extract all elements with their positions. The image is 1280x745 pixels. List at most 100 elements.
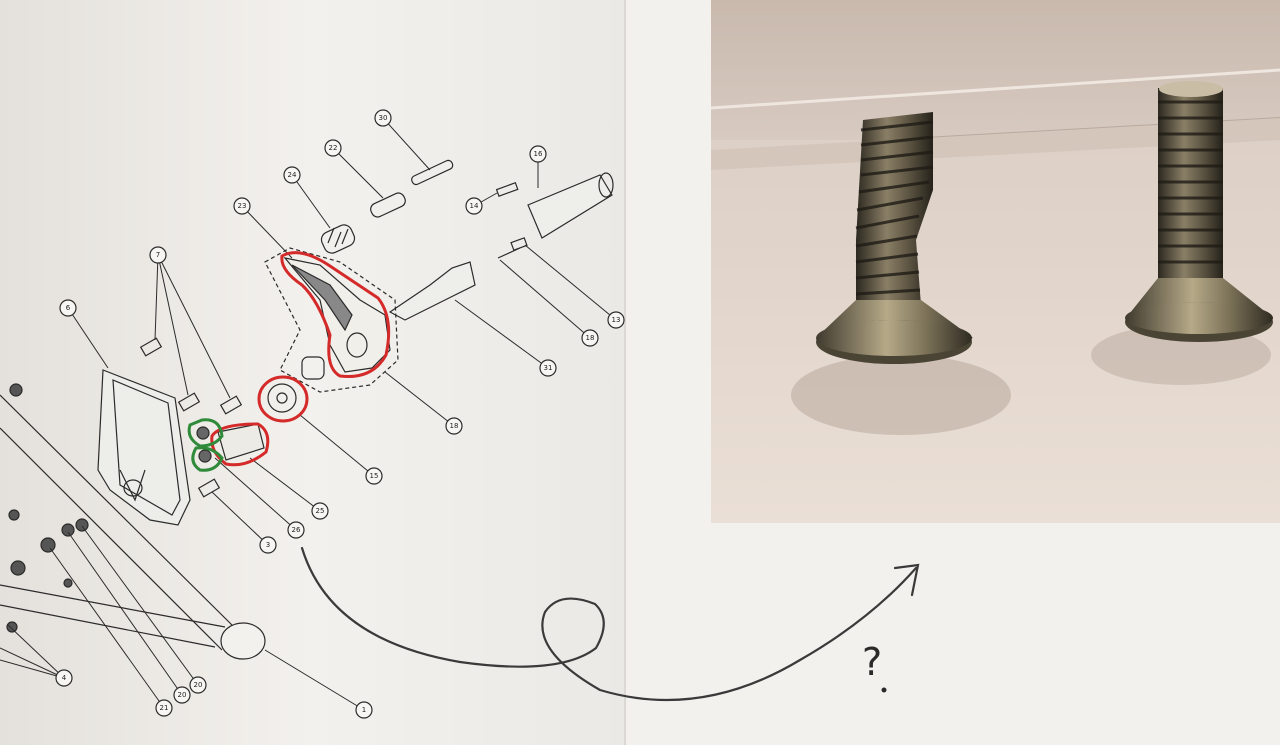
callout-tube-16: 1 [355,701,373,719]
callout-lever-3: 23 [233,197,251,215]
callout-label: 24 [288,171,297,179]
callout-circle [324,139,342,157]
callout-circle [355,701,373,719]
plunger-housing [527,174,613,239]
spring [320,224,356,254]
callout-circle [55,669,73,687]
handdrawn-arrow [300,546,920,702]
red-outline-lever [280,251,391,379]
callout-circle [59,299,77,317]
callout-spring-2: 24 [283,166,301,184]
pin-a [510,237,528,251]
bushing [370,192,406,218]
callout-plunger-6: 31 [539,359,557,377]
green-outline-screws [187,418,224,448]
callout-pin-b-8: 13 [607,311,625,329]
top-pin [411,159,454,186]
callout-nut-c-20: 20 [189,676,207,694]
callout-small-screw-5: 14 [465,197,483,215]
callout-label: 13 [612,316,621,324]
callout-circle [311,502,329,520]
callout-circle [189,676,207,694]
callout-circle [287,521,305,539]
shadow-left [791,355,1011,435]
callout-label: 22 [329,144,338,152]
callout-circle [365,467,383,485]
callout-label: 16 [534,150,543,158]
screw-left [816,112,973,364]
plunger-end [598,172,614,198]
callout-bolts-group-14: 7 [149,246,167,264]
callout-label: 20 [194,681,203,689]
callout-circle [233,197,251,215]
callout-bushing-1: 22 [324,139,342,157]
left-bolts [6,383,89,633]
washer [267,383,297,413]
side-plate [97,369,191,526]
callout-top-pin-0: 30 [374,109,392,127]
callout-circle [529,145,547,163]
paper-sheet [0,0,625,745]
callout-nut-b-19: 20 [173,686,191,704]
callout-circle [173,686,191,704]
callout-label: 7 [156,251,160,259]
callout-circle [539,359,557,377]
question-mark-annotation: ? [862,640,882,684]
red-outline-washer [257,375,309,423]
screws-photo [711,0,1280,523]
screw-right [1125,81,1273,342]
green-highlights [187,418,224,472]
callout-circle [259,536,277,554]
callout-label: 20 [178,691,187,699]
callout-circle [607,311,625,329]
callout-label: 3 [266,541,270,549]
callout-circle [581,329,599,347]
callout-washer-10: 15 [365,467,383,485]
callout-left-group-17: 4 [55,669,73,687]
callout-frame-15: 6 [59,299,77,317]
bolt-group [139,337,243,498]
callout-circle [155,699,173,717]
dashed-outline [264,247,399,393]
callout-lever-body-9: 18 [445,417,463,435]
callout-label: 26 [292,526,301,534]
screw-b [198,449,212,463]
callout-pin-a-7: 18 [581,329,599,347]
plunger [388,261,476,321]
red-highlights [210,251,391,467]
green-outline-screws-low [191,446,224,472]
callout-label: 1 [362,706,366,714]
callout-label: 4 [62,674,67,682]
screw-a [196,426,210,440]
callout-roll-pin-4: 16 [529,145,547,163]
callout-label: 30 [379,114,388,122]
arrow-head [893,563,920,597]
callout-circle [374,109,392,127]
block [217,423,265,461]
main-tube [0,394,266,660]
callout-label: 15 [370,472,379,480]
lever-detail [291,264,353,332]
callout-label: 14 [470,202,479,210]
callout-nut-a-18: 21 [155,699,173,717]
small-screw [495,181,519,197]
callout-label: 18 [586,334,595,342]
callout-label: 18 [450,422,459,430]
leader-lines [0,117,617,711]
callout-circle [445,417,463,435]
callout-circle [283,166,301,184]
bushing-small [301,356,325,380]
callout-screws-pair-12: 26 [287,521,305,539]
callout-circle [149,246,167,264]
red-outline-block [210,422,270,467]
callout-label: 23 [238,202,247,210]
callout-bolt-13: 3 [259,536,277,554]
callout-circle [465,197,483,215]
callout-label: 6 [66,304,71,312]
callout-label: 21 [160,704,169,712]
callout-block-11: 25 [311,502,329,520]
callout-label: 25 [316,507,325,515]
callout-label: 31 [544,364,553,372]
